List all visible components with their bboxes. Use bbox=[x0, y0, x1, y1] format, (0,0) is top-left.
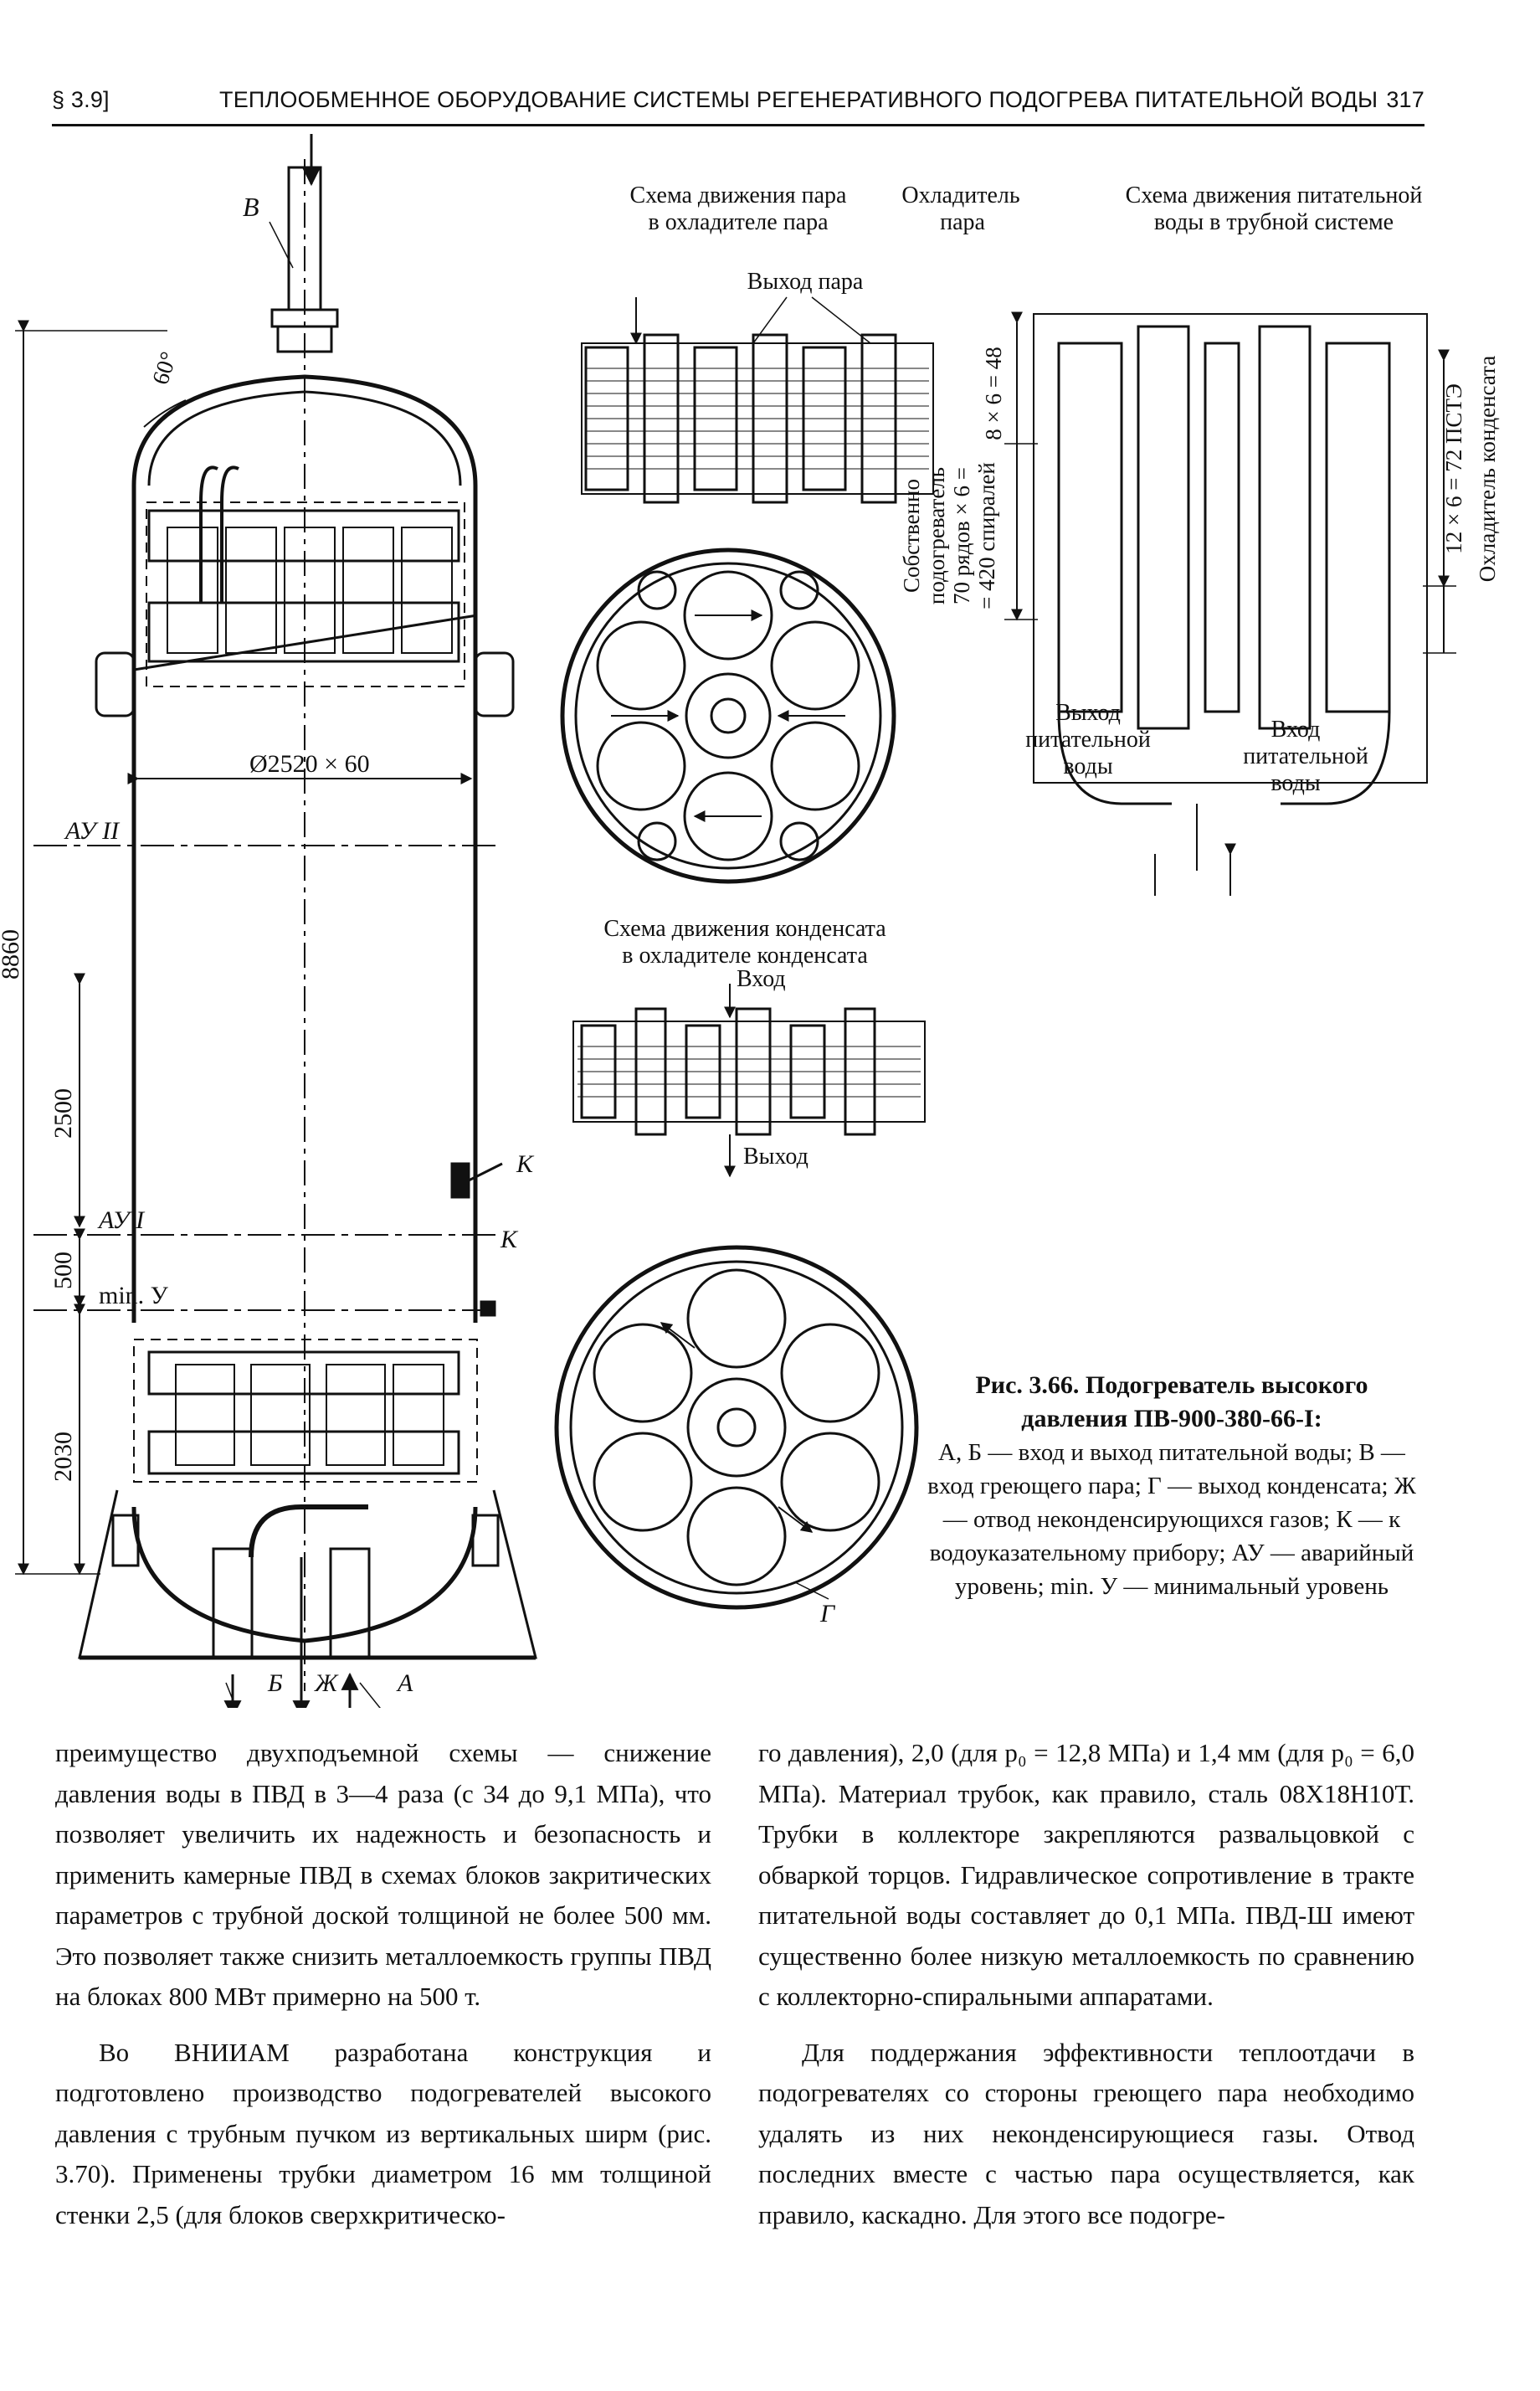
paragraph: Для поддержания эффективности теплоотдач… bbox=[758, 2037, 1414, 2229]
paragraph: преимущество двухподъемной схемы — сниже… bbox=[55, 1738, 711, 2011]
dim-total-height: 8860 bbox=[0, 929, 24, 980]
heater-proper-2: подогреватель bbox=[924, 467, 949, 604]
section-number: § 3.9] bbox=[52, 87, 110, 112]
label-k-2: К bbox=[500, 1226, 519, 1253]
steam-scheme-title-2: в охладителе пара bbox=[648, 209, 829, 235]
label-au2: АУ II bbox=[64, 817, 121, 845]
paragraph: го давления), 2,0 (для p₀ = 12,8 МПа) и … bbox=[758, 1738, 1414, 2011]
dim-2030: 2030 bbox=[49, 1432, 77, 1482]
label-zh: Ж bbox=[314, 1669, 339, 1697]
steam-cooler-section bbox=[581, 296, 934, 504]
dim-2500: 2500 bbox=[49, 1088, 77, 1139]
label-g: Г bbox=[819, 1600, 836, 1627]
label-steam-outlet: Выход пара bbox=[747, 269, 864, 295]
water-out-1: Выход bbox=[1055, 700, 1121, 726]
heater-proper-4: = 420 спиралей bbox=[974, 462, 999, 609]
cooler-title-2: пара bbox=[940, 209, 985, 235]
water-in-3: воды bbox=[1270, 770, 1320, 796]
water-scheme-title-1: Схема движения питательной bbox=[1126, 183, 1423, 208]
water-in-1: Вход bbox=[1271, 717, 1321, 743]
paragraph: Во ВНИИАМ разработана конструкция и подг… bbox=[55, 2037, 711, 2229]
heater-proper-1: Собственно bbox=[899, 479, 924, 593]
label-min-level: min. У bbox=[99, 1282, 169, 1309]
dim-500: 500 bbox=[49, 1252, 77, 1289]
cond-scheme-title-1: Схема движения конденсата bbox=[603, 916, 886, 942]
label-cond-out: Выход bbox=[743, 1144, 808, 1170]
running-header: § 3.9] ТЕПЛООБМЕННОЕ ОБОРУДОВАНИЕ СИСТЕМ… bbox=[52, 80, 1424, 126]
caption-legend: А, Б — вход и выход питательной воды; В … bbox=[927, 1439, 1416, 1600]
caption-title: Рис. 3.66. Подогреватель высокого давлен… bbox=[975, 1371, 1368, 1432]
header-title: ТЕПЛООБМЕННОЕ ОБОРУДОВАНИЕ СИСТЕМЫ РЕГЕН… bbox=[219, 87, 1378, 112]
condensate-cooler-section bbox=[572, 984, 926, 1178]
steam-scheme-title-1: Схема движения пара bbox=[630, 183, 847, 208]
upper-round-section bbox=[560, 548, 896, 884]
lower-round-section bbox=[554, 1245, 919, 1610]
page-number: 317 bbox=[1386, 87, 1424, 112]
figure-labels: В 60° Ø2520 × 60 АУ II АУ I min. У 8860 … bbox=[0, 183, 1500, 1697]
label-diameter: Ø2520 × 60 bbox=[249, 750, 370, 778]
text-column-right: го давления), 2,0 (для p₀ = 12,8 МПа) и … bbox=[758, 1733, 1414, 2235]
water-out-3: воды bbox=[1063, 753, 1112, 779]
label-condensate-cooler: Охладитель конденсата bbox=[1475, 356, 1500, 583]
cond-scheme-title-2: в охладителе конденсата bbox=[622, 943, 868, 969]
label-steam-inlet: В bbox=[243, 192, 259, 222]
figure-heater: В 60° Ø2520 × 60 АУ II АУ I min. У 8860 … bbox=[0, 134, 1540, 1708]
vessel-drawing bbox=[15, 134, 537, 1708]
label-k-1: К bbox=[516, 1150, 535, 1178]
heater-proper-3: 70 рядов × 6 = bbox=[949, 467, 974, 604]
water-in-2: питательной bbox=[1243, 743, 1368, 769]
bottom-dome bbox=[131, 1506, 478, 1643]
label-angle: 60° bbox=[147, 349, 182, 388]
text-column-left: преимущество двухподъемной схемы — сниже… bbox=[55, 1733, 711, 2235]
water-out-2: питательной bbox=[1025, 727, 1151, 753]
water-scheme-title-2: воды в трубной системе bbox=[1154, 209, 1394, 235]
label-a: А bbox=[396, 1669, 413, 1697]
feedwater-tube-system bbox=[1004, 311, 1456, 896]
label-cond-in: Вход bbox=[737, 966, 786, 992]
label-au1: АУ I bbox=[97, 1206, 146, 1234]
figure-caption: Рис. 3.66. Подогреватель высокого давлен… bbox=[921, 1369, 1423, 1603]
cooler-title-1: Охладитель bbox=[901, 183, 1019, 208]
label-b: Б bbox=[267, 1669, 283, 1697]
label-rows-8x6: 8 × 6 = 48 bbox=[981, 347, 1006, 440]
upper-tube-bundle bbox=[147, 465, 460, 663]
heater-drawing: В 60° Ø2520 × 60 АУ II АУ I min. У 8860 … bbox=[0, 134, 1500, 1708]
label-rows-12x6: 12 × 6 = 72 ПСТЭ bbox=[1441, 383, 1466, 554]
